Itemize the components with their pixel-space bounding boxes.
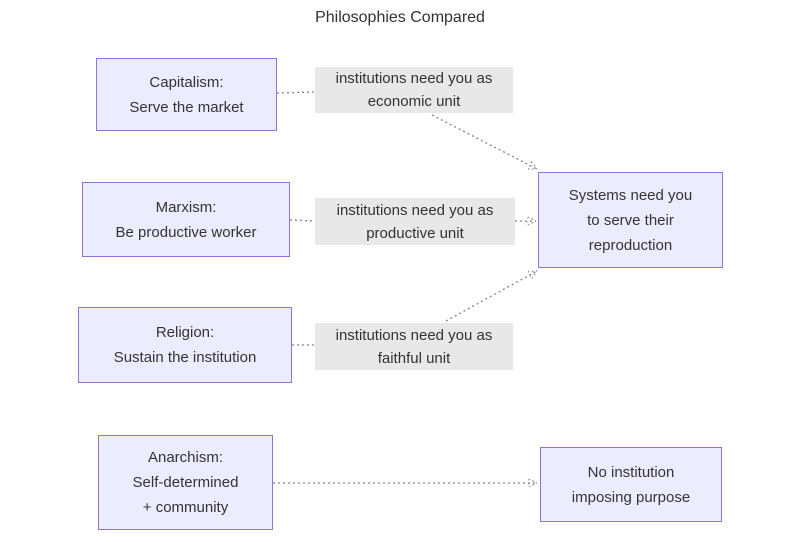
edge-marxism-to-productive-label bbox=[289, 219, 316, 222]
node-anarchism: Anarchism: Self-determined + community bbox=[98, 435, 273, 530]
edge-label-faithful: institutions need you as faithful unit bbox=[315, 323, 513, 370]
edge-economic-label-to-systems bbox=[431, 114, 537, 169]
edge-capitalism-to-economic-label bbox=[276, 91, 316, 94]
edge-faithful-label-to-systems bbox=[445, 271, 537, 322]
diagram-title: Philosophies Compared bbox=[315, 9, 485, 26]
edge-label-economic: institutions need you as economic unit bbox=[315, 67, 513, 113]
node-no-institution: No institution imposing purpose bbox=[540, 447, 722, 522]
node-systems: Systems need you to serve their reproduc… bbox=[538, 172, 723, 268]
node-marxism: Marxism: Be productive worker bbox=[82, 182, 290, 257]
node-capitalism: Capitalism: Serve the market bbox=[96, 58, 277, 131]
edge-label-productive: institutions need you as productive unit bbox=[315, 198, 515, 245]
node-religion: Religion: Sustain the institution bbox=[78, 307, 292, 383]
